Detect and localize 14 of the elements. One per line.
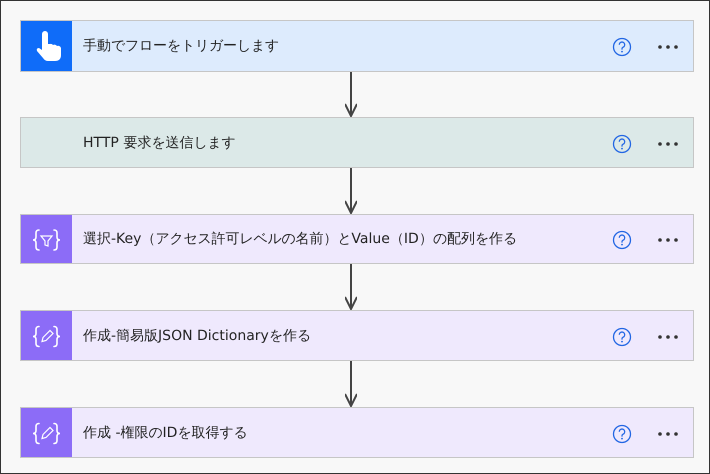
action-box: [20, 310, 694, 361]
arrow: [344, 264, 358, 310]
action-title: HTTP 要求を送信します: [83, 134, 236, 152]
arrow: [344, 72, 358, 117]
arrow: [344, 361, 358, 407]
action-box: [20, 407, 694, 458]
action-box: [20, 20, 694, 72]
action-box: [20, 214, 694, 264]
action-title: 作成-簡易版JSON Dictionaryを作る: [83, 326, 311, 344]
action-title: 手動でフローをトリガーします: [83, 37, 279, 55]
action-title: 作成 -権限のIDを取得する: [83, 424, 248, 442]
action-box: [20, 117, 694, 168]
arrow: [344, 168, 358, 214]
action-title: 選択-Key（アクセス許可レベルの名前）とValue（ID）の配列を作る: [83, 230, 517, 248]
